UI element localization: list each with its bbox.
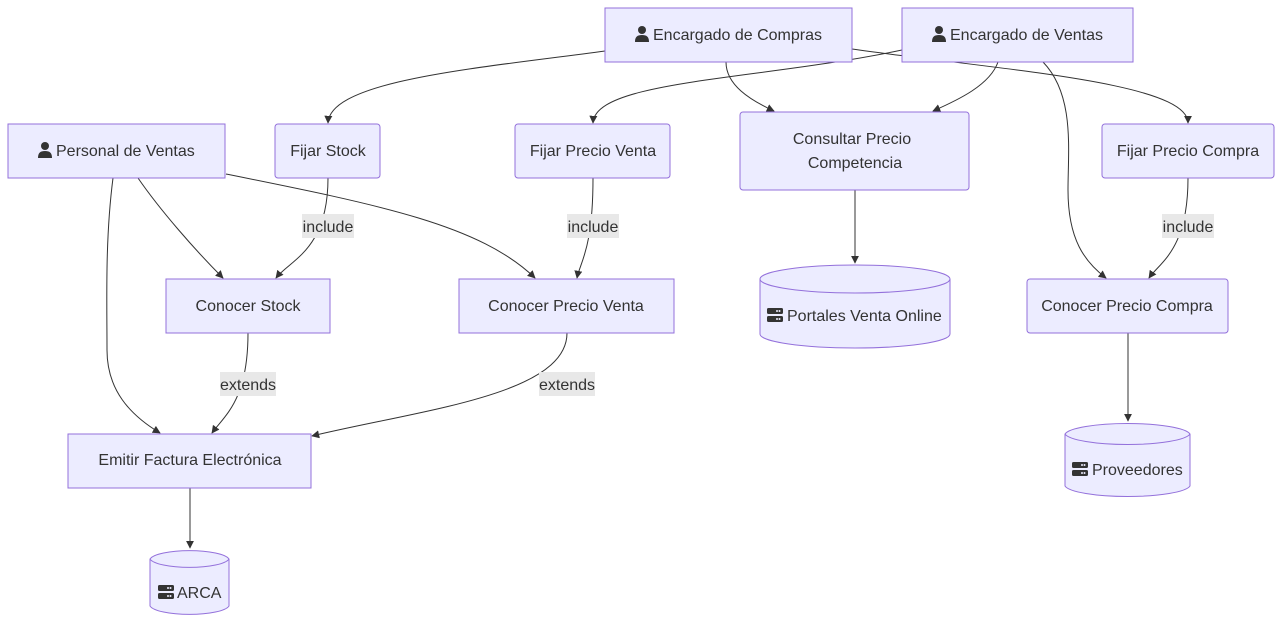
svg-text:Proveedores: Proveedores (1092, 462, 1183, 479)
svg-text:Encargado de Compras: Encargado de Compras (653, 27, 822, 44)
svg-text:Fijar Stock: Fijar Stock (290, 143, 367, 160)
svg-text:extends: extends (220, 377, 276, 394)
usecase-emitir-factura: Emitir Factura Electrónica (67, 433, 312, 489)
actor-encargado-ventas: Encargado de Ventas (901, 7, 1134, 63)
edge-ventas-conocer-precio-compra (1042, 61, 1107, 279)
svg-text:Conocer Precio Venta: Conocer Precio Venta (488, 298, 644, 315)
edge-conocer-stock-extends (211, 332, 249, 434)
svg-text:Encargado de Ventas: Encargado de Ventas (950, 27, 1103, 44)
edge-compras-fijar-stock (324, 50, 606, 124)
usecase-fijar-precio-venta: Fijar Precio Venta (514, 123, 671, 179)
edge-ventas-consultar (932, 61, 999, 112)
edge-label-include-precio-compra: include (1162, 214, 1214, 238)
usecase-conocer-precio-venta: Conocer Precio Venta (458, 278, 675, 334)
svg-text:include: include (303, 219, 354, 236)
db-arca: ARCA (149, 550, 230, 615)
svg-text:Fijar Precio Compra: Fijar Precio Compra (1117, 143, 1259, 160)
svg-text:include: include (1163, 219, 1214, 236)
svg-text:Portales Venta Online: Portales Venta Online (787, 308, 942, 325)
edge-compras-consultar (725, 61, 775, 112)
svg-text:Personal de Ventas: Personal de Ventas (56, 143, 195, 160)
edge-personal-conocer-precio-venta (225, 173, 536, 279)
edge-label-extends-stock: extends (220, 372, 276, 396)
edge-fijar-precio-venta-include (574, 177, 594, 279)
usecase-fijar-precio-compra: Fijar Precio Compra (1101, 123, 1275, 179)
svg-text:ARCA: ARCA (177, 585, 222, 602)
svg-text:Emitir Factura Electrónica: Emitir Factura Electrónica (98, 452, 281, 469)
svg-text:include: include (568, 219, 619, 236)
usecase-conocer-precio-compra: Conocer Precio Compra (1026, 278, 1229, 334)
edge-fijar-precio-compra-include (1148, 177, 1189, 279)
edge-personal-emitir-factura (106, 177, 161, 434)
svg-text:Consultar Precio: Consultar Precio (793, 131, 911, 148)
edge-label-extends-precio-venta: extends (539, 372, 595, 396)
svg-text:Competencia: Competencia (808, 155, 902, 172)
svg-text:Conocer Stock: Conocer Stock (196, 298, 302, 315)
svg-text:extends: extends (539, 377, 595, 394)
usecase-conocer-stock: Conocer Stock (165, 278, 331, 334)
actor-personal-ventas: Personal de Ventas (7, 123, 226, 179)
usecase-fijar-stock: Fijar Stock (274, 123, 381, 179)
db-portales-venta-online: Portales Venta Online (759, 264, 951, 349)
edge-personal-conocer-stock (137, 177, 224, 279)
edge-label-include-stock: include (302, 214, 354, 238)
edge-fijar-stock-include (275, 177, 329, 279)
edge-labels: include include include extends extends (220, 214, 1214, 396)
edge-conocer-precio-venta-extends (311, 332, 568, 439)
db-proveedores: Proveedores (1064, 423, 1191, 497)
svg-text:Fijar Precio Venta: Fijar Precio Venta (530, 143, 656, 160)
actor-encargado-compras: Encargado de Compras (604, 7, 853, 63)
svg-text:Conocer Precio Compra: Conocer Precio Compra (1041, 298, 1213, 315)
edge-label-include-precio-venta: include (567, 214, 619, 238)
usecase-consultar-precio-competencia: Consultar Precio Competencia (739, 111, 970, 191)
